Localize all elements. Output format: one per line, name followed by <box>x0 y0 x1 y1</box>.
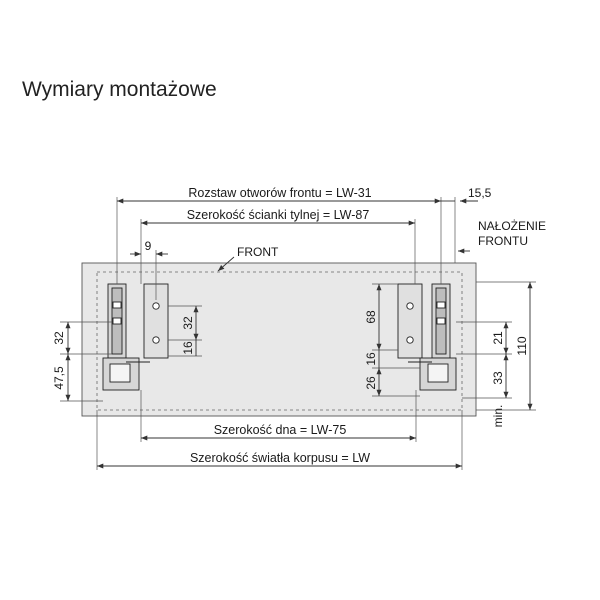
right-plate-hole-top <box>406 302 414 310</box>
label-front-hole-spacing: Rozstaw otworów frontu = LW-31 <box>188 186 371 200</box>
panel-inner-dashed <box>96 271 463 411</box>
label-overlay-line1: NAŁOŻENIE <box>478 219 546 233</box>
label-32-plate: 32 <box>181 316 195 330</box>
label-bottom-width: Szerokość dna = LW-75 <box>214 423 347 437</box>
label-110: 110 <box>515 336 529 355</box>
right-vertical-dimensions <box>372 281 536 411</box>
label-32-left: 32 <box>52 331 66 345</box>
right-plate-hole-bottom <box>406 336 414 344</box>
left-runner-slot <box>112 317 122 325</box>
label-16-right: 16 <box>364 352 378 366</box>
label-overlay-line2: FRONTU <box>478 234 528 248</box>
right-runner-slot <box>436 317 446 325</box>
horizontal-dimensions <box>97 198 478 469</box>
label-min: min. <box>491 405 505 428</box>
right-runner <box>408 283 457 391</box>
left-runner <box>102 283 150 391</box>
label-front: FRONT <box>237 245 279 259</box>
label-68: 68 <box>364 310 378 324</box>
label-47-5: 47,5 <box>52 366 66 390</box>
left-runner-cutout <box>109 363 131 383</box>
label-15-5: 15,5 <box>468 186 492 200</box>
page-title: Wymiary montażowe <box>22 78 217 101</box>
label-back-wall-width: Szerokość ścianki tylnej = LW-87 <box>187 208 370 222</box>
label-21: 21 <box>491 331 505 345</box>
right-runner-cutout <box>427 363 449 383</box>
extension-lines <box>96 197 463 470</box>
right-plate-body <box>397 283 423 359</box>
left-plate-hole-top <box>152 302 160 310</box>
left-plate-hole-bottom <box>152 336 160 344</box>
left-runner-slot <box>112 301 122 309</box>
front-leader <box>217 256 235 272</box>
label-cabinet-clear-width: Szerokość światła korpusu = LW <box>190 451 370 465</box>
label-26: 26 <box>364 376 378 390</box>
label-16-left: 16 <box>181 341 195 355</box>
right-front-plate <box>397 283 423 359</box>
label-9: 9 <box>145 239 152 253</box>
left-vertical-dimensions <box>60 305 202 402</box>
diagram-labels: Rozstaw otworów frontu = LW-31 Szerokość… <box>52 186 546 465</box>
label-33: 33 <box>491 371 505 385</box>
right-runner-slot <box>436 301 446 309</box>
